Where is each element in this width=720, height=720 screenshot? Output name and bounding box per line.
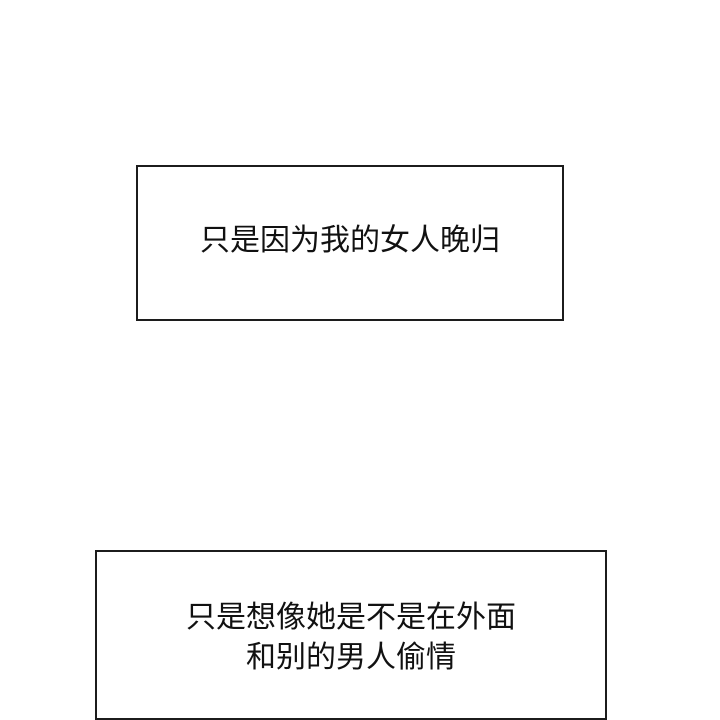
caption-box-1: 只是因为我的女人晚归 [136, 165, 564, 321]
caption-text-line-2: 和别的男人偷情 [246, 640, 456, 675]
caption-box-2: 只是想像她是不是在外面 和别的男人偷情 [95, 550, 607, 720]
caption-text: 只是因为我的女人晚归 [200, 223, 500, 258]
caption-text-line-1: 只是想像她是不是在外面 [186, 600, 516, 635]
